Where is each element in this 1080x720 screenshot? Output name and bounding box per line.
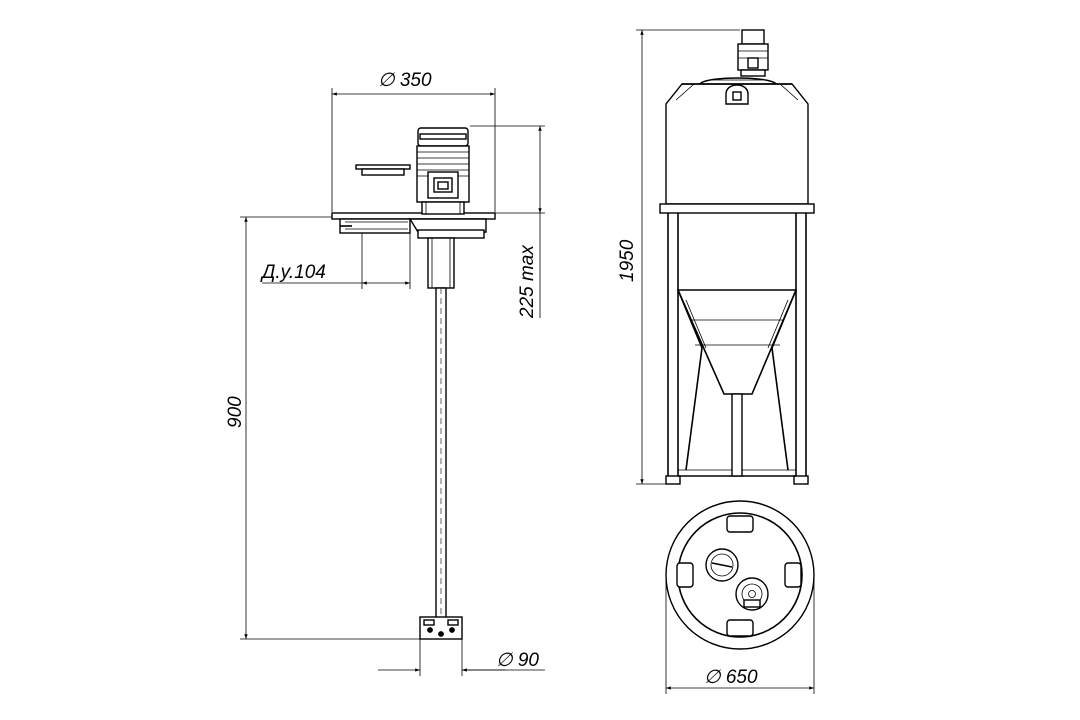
tank-side-view: 1950 bbox=[617, 29, 815, 485]
motor bbox=[416, 127, 470, 215]
impeller bbox=[419, 616, 463, 640]
mounting-flange bbox=[331, 212, 496, 239]
nominal-bore-label: Д.у.104 bbox=[260, 262, 326, 283]
lug bbox=[676, 562, 694, 588]
support-frame bbox=[665, 213, 809, 485]
tank-motor bbox=[737, 29, 769, 77]
support-ring bbox=[659, 203, 815, 214]
motor-flange-top bbox=[735, 577, 769, 611]
dimension-impeller-diameter: ∅ 90 bbox=[378, 639, 545, 676]
height-above-label: 225 max bbox=[517, 244, 538, 319]
lug bbox=[784, 562, 802, 588]
tank-top-view: ∅ 650 bbox=[665, 500, 815, 694]
tank-body bbox=[665, 77, 809, 205]
dimension-shaft-length: 900 bbox=[225, 216, 420, 640]
dimension-nominal-bore: Д.у.104 bbox=[260, 233, 411, 289]
total-height-label: 1950 bbox=[617, 239, 638, 282]
shaft-length-label: 900 bbox=[225, 396, 246, 428]
hatch-lid bbox=[355, 164, 411, 176]
dimension-flange-diameter: ∅ 350 bbox=[331, 70, 496, 212]
dimension-total-height: 1950 bbox=[617, 29, 740, 485]
dimension-tank-diameter: ∅ 650 bbox=[665, 575, 815, 694]
mixer-drawing: ∅ 350 225 max Д.у.104 900 bbox=[225, 70, 545, 676]
flange-diameter-label: ∅ 350 bbox=[378, 70, 432, 91]
shaft bbox=[435, 287, 447, 619]
hatch-top bbox=[705, 548, 739, 582]
tank-diameter-label: ∅ 650 bbox=[704, 667, 758, 688]
lug bbox=[726, 515, 754, 533]
impeller-diameter-label: ∅ 90 bbox=[496, 650, 539, 671]
lug bbox=[726, 619, 754, 637]
dimension-height-above: 225 max bbox=[470, 125, 545, 319]
